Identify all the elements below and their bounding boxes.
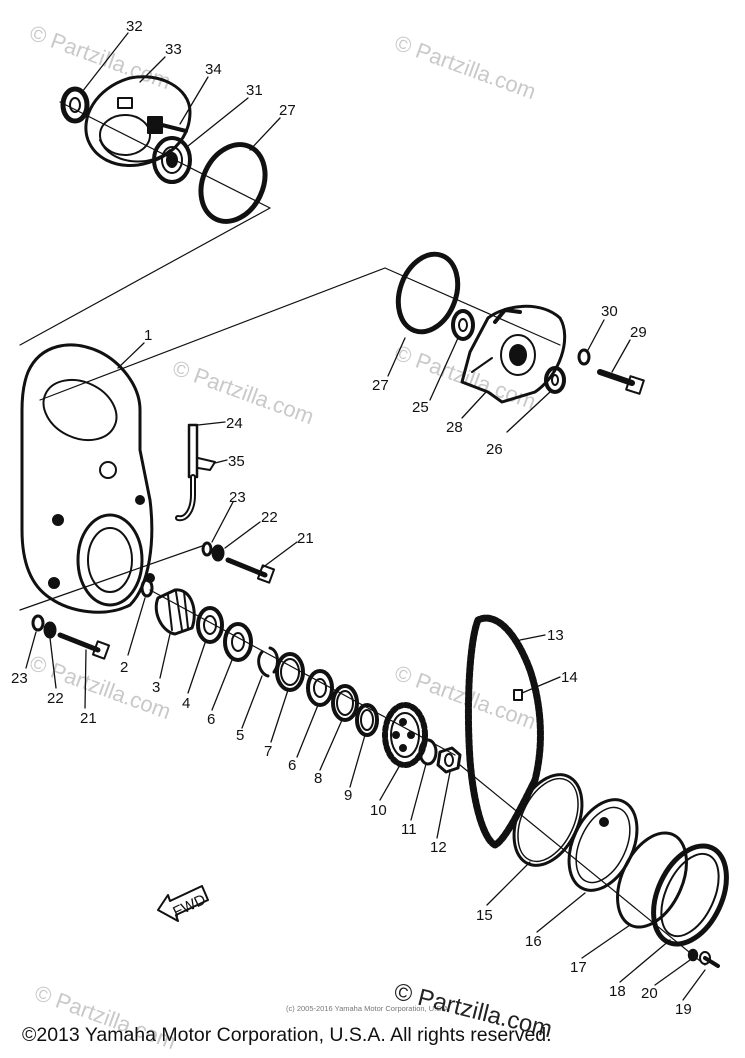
fwd-label: FWD (170, 891, 208, 921)
callout-20: 20 (641, 985, 658, 1002)
ring-18 (651, 843, 729, 947)
callout-33: 33 (165, 41, 182, 58)
callout-4: 4 (182, 695, 190, 712)
callout-3: 3 (152, 679, 160, 696)
callout-1: 1 (144, 327, 152, 344)
callout-18: 18 (609, 983, 626, 1000)
washer-23-right (201, 541, 213, 557)
callout-26: 26 (486, 441, 503, 458)
callout-23: 23 (11, 670, 28, 687)
callout-13: 13 (547, 627, 564, 644)
callout-19: 19 (675, 1001, 692, 1018)
washer-22-left (43, 621, 57, 639)
cover-33 (84, 75, 192, 168)
washer-11 (418, 738, 438, 766)
bolt-21-left (57, 632, 111, 660)
callout-labels: 32 33 34 31 27 1 27 25 28 26 30 29 24 35… (11, 18, 692, 1018)
callout-30: 30 (601, 303, 618, 320)
bearing-31 (152, 136, 192, 184)
callout-8: 8 (314, 770, 322, 787)
bolt-29 (597, 369, 645, 395)
copyright-small: (c) 2005-2016 Yamaha Motor Corporation, … (286, 1004, 451, 1013)
link-14 (513, 689, 523, 701)
seal-25 (451, 309, 475, 341)
o-ring-27-top (198, 142, 268, 224)
circlip-5 (257, 646, 279, 678)
callout-21: 21 (297, 530, 314, 547)
callout-7: 7 (264, 743, 272, 760)
bolt-21-right (225, 557, 276, 584)
screw-19 (699, 951, 720, 968)
callout-6: 6 (207, 711, 215, 728)
callout-10: 10 (370, 802, 387, 819)
spacer-9 (355, 703, 379, 737)
o-ring-27-right (395, 251, 461, 335)
callout-11: 11 (401, 821, 417, 838)
pin-34 (147, 116, 188, 134)
fwd-arrow (157, 885, 209, 922)
callout-12: 12 (430, 839, 447, 856)
callout-28: 28 (446, 419, 463, 436)
callout-15: 15 (476, 907, 493, 924)
callout-35: 35 (228, 453, 245, 470)
callout-24: 24 (226, 415, 243, 432)
seal-6-right (306, 669, 334, 707)
gear-shaft-3 (154, 588, 196, 636)
footer-copyright: ©2013 Yamaha Motor Corporation, U.S.A. A… (22, 1024, 552, 1046)
callout-29: 29 (630, 324, 647, 341)
case-1 (20, 343, 155, 614)
bearing-4 (196, 606, 224, 644)
callout-25: 25 (412, 399, 429, 416)
callout-23: 23 (229, 489, 246, 506)
washer-8 (331, 684, 359, 722)
washer-20 (687, 948, 699, 962)
gasket-17 (616, 831, 688, 929)
callout-27: 27 (372, 377, 389, 394)
callout-17: 17 (570, 959, 587, 976)
callout-6: 6 (288, 757, 296, 774)
chain-13 (464, 614, 544, 849)
seal-26 (544, 366, 566, 394)
cover-16 (567, 798, 639, 892)
callout-9: 9 (344, 787, 352, 804)
callout-21: 21 (80, 710, 97, 727)
seal-32 (60, 86, 90, 124)
sprocket-10 (382, 702, 428, 768)
callout-5: 5 (236, 727, 244, 744)
callout-14: 14 (561, 669, 578, 686)
ring-2 (140, 578, 154, 598)
leader-lines (25, 32, 706, 1001)
ring-7 (275, 652, 305, 692)
nut-12 (436, 746, 462, 774)
callout-27: 27 (279, 102, 296, 119)
seal-6-left (223, 622, 253, 662)
callout-22: 22 (47, 690, 64, 707)
breather-hose-24 (175, 423, 199, 522)
washer-22-right (211, 544, 225, 562)
callout-34: 34 (205, 61, 222, 78)
washer-23-left (31, 614, 45, 632)
clip-35 (197, 457, 216, 471)
callout-16: 16 (525, 933, 542, 950)
callout-2: 2 (120, 659, 128, 676)
callout-32: 32 (126, 18, 143, 35)
callout-31: 31 (246, 82, 263, 99)
washer-30 (577, 348, 591, 366)
callout-22: 22 (261, 509, 278, 526)
bracket-28 (460, 304, 567, 404)
